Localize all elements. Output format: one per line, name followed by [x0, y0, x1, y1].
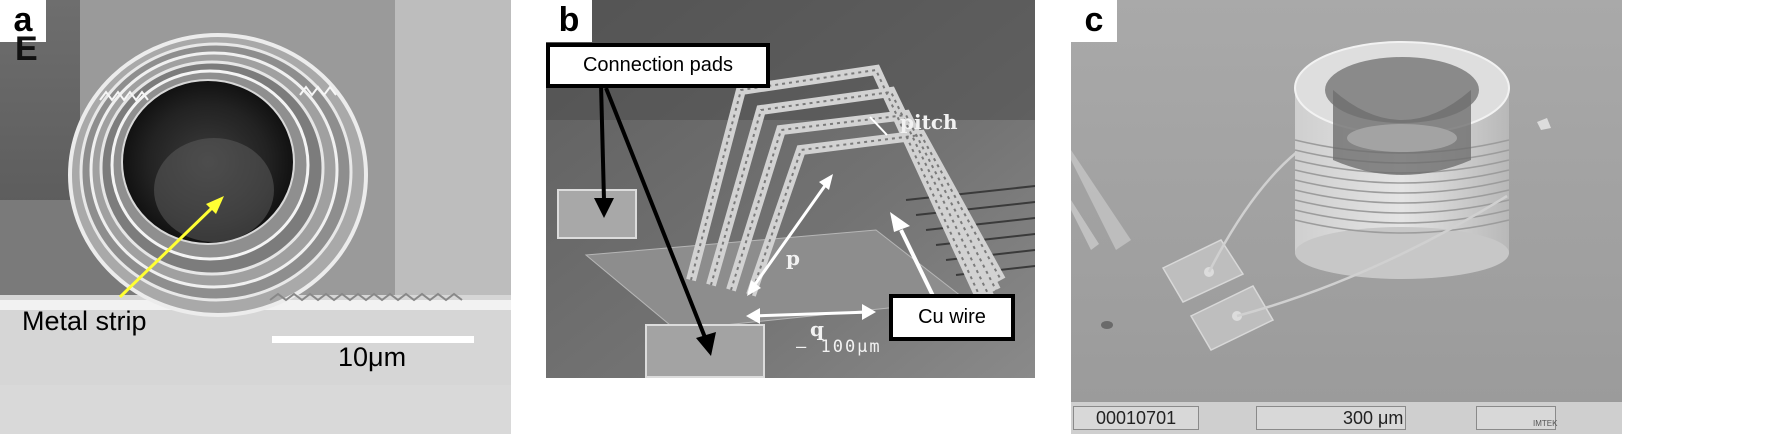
- scale-bar-label-c: 300 μm: [1256, 406, 1406, 430]
- panel-b: b Connection pads Cu wire pitch p q — 10…: [546, 0, 1035, 434]
- panel-c: 00010701 300 μm IMTEK c: [1071, 0, 1622, 434]
- lab-logo: IMTEK: [1476, 406, 1557, 430]
- panel-a-label: a: [0, 0, 46, 42]
- panel-c-label: c: [1071, 0, 1117, 42]
- sem-image-wirebonded-coil: [1071, 0, 1622, 423]
- image-number: 00010701: [1073, 406, 1199, 430]
- scale-bar-label-b: — 100μm: [796, 337, 882, 357]
- p-label: p: [786, 246, 800, 270]
- cu-wire-label: Cu wire: [889, 294, 1015, 341]
- q-label: q: [810, 317, 824, 341]
- metal-strip-label: Metal strip: [22, 306, 147, 336]
- sem-info-bar: 00010701 300 μm IMTEK: [1071, 401, 1622, 434]
- panel-b-label: b: [546, 0, 592, 42]
- pitch-label: pitch: [900, 110, 958, 134]
- sem-image-rolled-metal-strip: [0, 0, 511, 434]
- corner-letter: E: [15, 30, 38, 68]
- panel-a: a E Metal strip 10μm: [0, 0, 511, 434]
- scale-bar-label-a: 10μm: [338, 342, 407, 372]
- connection-pads-label: Connection pads: [546, 43, 770, 88]
